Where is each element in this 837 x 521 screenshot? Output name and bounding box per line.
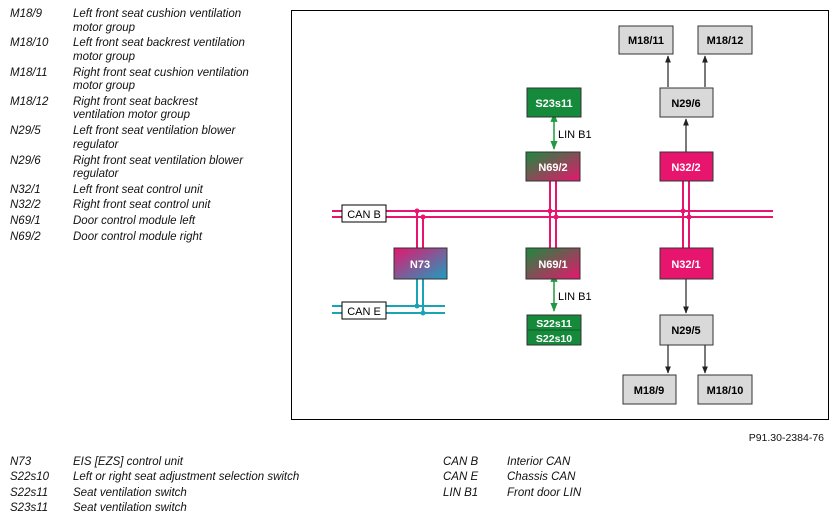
legend-description: motor group xyxy=(73,21,136,34)
legend-description: regulator xyxy=(73,168,119,180)
legend-code: N69/1 xyxy=(10,215,41,227)
legend-description: regulator xyxy=(73,138,119,151)
legend-description: Front door LIN xyxy=(507,486,582,499)
svg-text:S22s11: S22s11 xyxy=(536,318,572,330)
legend-code: CAN B xyxy=(443,456,479,468)
block-m18-10: M18/10 xyxy=(697,374,753,405)
legend-code: N29/6 xyxy=(10,154,41,167)
svg-text:S22s10: S22s10 xyxy=(536,333,572,345)
svg-text:LIN B1: LIN B1 xyxy=(558,129,592,141)
block-n69-1: N69/1 xyxy=(525,247,581,280)
legend-code: M18/10 xyxy=(10,37,49,50)
legend-description: Right front seat cushion ventilation xyxy=(73,66,249,79)
can-e-label: CAN E xyxy=(341,301,387,320)
can-b-bus xyxy=(332,181,773,248)
svg-text:M18/9: M18/9 xyxy=(634,385,665,397)
block-s23s11: S23s11 xyxy=(526,87,582,118)
svg-text:N69/2: N69/2 xyxy=(538,162,567,174)
wiring-diagram: CAN B CAN E LIN B1 LIN B1 M18/11 M18/12 … xyxy=(291,10,829,420)
legend-code: N73 xyxy=(10,456,32,468)
legend-description: Left front seat control unit xyxy=(73,183,203,196)
signal-arrows xyxy=(665,55,708,374)
legend-description: Door control module right xyxy=(73,230,203,243)
legend-description: Seat ventilation switch xyxy=(73,501,187,514)
can-b-junctions xyxy=(414,208,692,220)
block-m18-9: M18/9 xyxy=(622,374,677,405)
legend-code: N32/1 xyxy=(10,183,41,196)
svg-text:N32/1: N32/1 xyxy=(671,259,700,271)
block-m18-12: M18/12 xyxy=(697,25,753,55)
legend-code: M18/12 xyxy=(10,95,49,108)
can-b-label: CAN B xyxy=(341,204,387,223)
diagram-canvas: CAN B CAN E LIN B1 LIN B1 M18/11 M18/12 … xyxy=(332,25,773,405)
svg-text:M18/10: M18/10 xyxy=(707,385,744,397)
legend-description: Chassis CAN xyxy=(507,471,576,484)
legend-code: M18/11 xyxy=(10,66,48,79)
legend-description: ventilation motor group xyxy=(73,109,190,122)
svg-text:N32/2: N32/2 xyxy=(671,162,700,174)
legend-description: Seat ventilation switch xyxy=(73,486,187,499)
legend-code: N29/5 xyxy=(10,125,41,138)
legend-description: Left front seat ventilation blower xyxy=(73,125,236,138)
lin-upper: LIN B1 xyxy=(550,112,592,150)
svg-text:N69/1: N69/1 xyxy=(538,259,567,271)
figure-reference: P91.30-2384-76 xyxy=(748,432,824,444)
svg-text:S23s11: S23s11 xyxy=(535,98,572,110)
block-m18-11: M18/11 xyxy=(618,25,674,55)
svg-text:CAN B: CAN B xyxy=(347,209,381,221)
block-n29-6: N29/6 xyxy=(659,87,714,118)
svg-text:M18/11: M18/11 xyxy=(628,35,664,47)
legend-description: motor group xyxy=(73,50,136,63)
legend-description: Interior CAN xyxy=(507,456,571,468)
legend-code: N69/2 xyxy=(10,230,41,243)
legend-code: M18/9 xyxy=(10,8,42,20)
legend-description: EIS [EZS] control unit xyxy=(73,456,183,468)
legend-code: S22s11 xyxy=(10,486,49,499)
legend-description: Door control module left xyxy=(73,215,196,227)
svg-text:N73: N73 xyxy=(410,259,430,271)
legend-code: S23s11 xyxy=(10,501,49,514)
svg-text:N29/6: N29/6 xyxy=(671,98,700,110)
block-n69-2: N69/2 xyxy=(525,151,581,182)
block-n73: N73 xyxy=(393,247,448,280)
legend-description: Right front seat ventilation blower xyxy=(73,154,244,167)
block-n32-2: N32/2 xyxy=(659,151,714,182)
legend-code: LIN B1 xyxy=(443,486,479,499)
svg-text:LIN B1: LIN B1 xyxy=(558,291,592,303)
legend-description: Right front seat control unit xyxy=(73,199,211,212)
block-n29-5: N29/5 xyxy=(659,314,714,346)
svg-text:M18/12: M18/12 xyxy=(707,35,744,47)
block-n32-1: N32/1 xyxy=(659,247,714,280)
legend-description: Right front seat backrest xyxy=(73,95,198,108)
legend-description: Left front seat cushion ventilation xyxy=(73,8,242,20)
block-s22s11-s22s10: S22s11 S22s10 xyxy=(526,314,582,346)
svg-text:CAN E: CAN E xyxy=(347,306,381,318)
legend-code: N32/2 xyxy=(10,199,41,212)
legend-description: Left or right seat adjustment selection … xyxy=(73,471,300,484)
legend-code: S22s10 xyxy=(10,471,50,484)
legend-description: motor group xyxy=(73,80,136,93)
legend-description: Left front seat backrest ventilation xyxy=(73,37,245,50)
svg-text:N29/5: N29/5 xyxy=(671,325,700,337)
legend-code: CAN E xyxy=(443,471,479,484)
lin-lower: LIN B1 xyxy=(550,272,592,312)
can-e-junctions xyxy=(414,303,426,316)
